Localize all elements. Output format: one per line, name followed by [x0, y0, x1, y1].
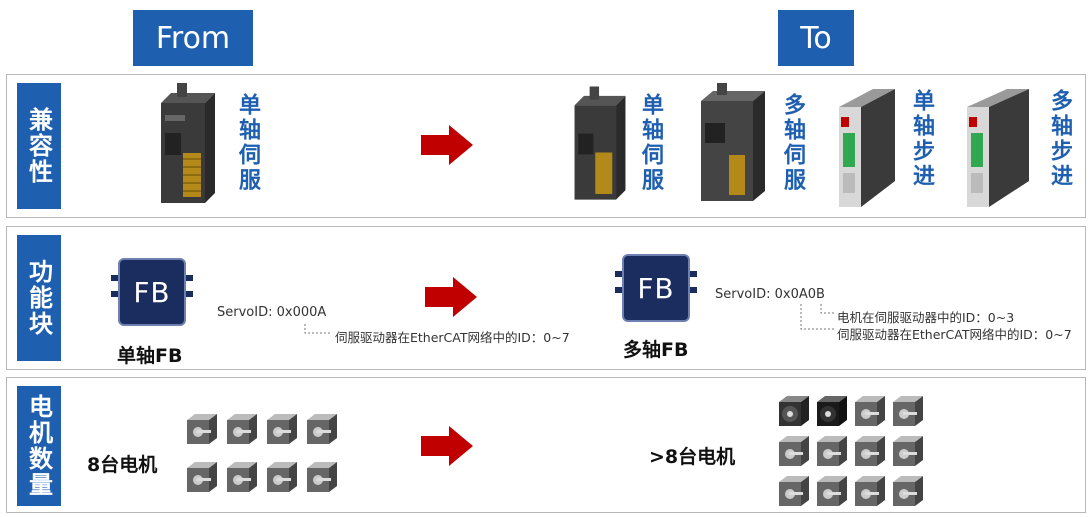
stepper-motor-icon: [187, 414, 217, 444]
to-network-id-note: 伺服驱动器在EtherCAT网络中的ID：0~7: [837, 327, 1072, 342]
fb-icon-text: FB: [637, 271, 675, 305]
motor-count-label: 电机数量: [17, 386, 61, 506]
function-block-label: 功能块: [17, 235, 61, 361]
to-single-axis-servo-image: [574, 86, 626, 200]
stepper-motor-icon: [779, 476, 809, 506]
servo-motor-icon: [817, 396, 847, 426]
single-axis-servo-image: [161, 83, 215, 203]
stepper-motor-icon: [817, 476, 847, 506]
servo-motor-icon: [779, 396, 809, 426]
multi-axis-fb-icon: FB: [615, 251, 697, 327]
stepper-motor-icon: [267, 414, 297, 444]
to-header: To: [778, 10, 854, 66]
to-servo-id-brackets: [800, 304, 835, 330]
single-axis-fb-name: 单轴FB: [117, 345, 183, 367]
stepper-motor-icon: [267, 462, 297, 492]
function-block-row: 功能块 FB 单轴FB ServoID: 0x000A 伺服驱动器在EtherC…: [6, 226, 1086, 370]
to-motor-count: >8台电机: [649, 446, 736, 468]
multi-axis-servo-image: [701, 83, 765, 201]
stepper-motor-icon: [227, 414, 257, 444]
fb-icon-text: FB: [133, 275, 171, 309]
from-motor-count: 8台电机: [87, 454, 158, 476]
stepper-motor-icon: [893, 396, 923, 426]
stepper-motor-icon: [855, 436, 885, 466]
compatibility-row: 兼容性 单轴伺服 单轴伺服 多轴伺服: [6, 74, 1086, 218]
multi-axis-stepper-image: [967, 89, 1029, 207]
stepper-motor-icon: [893, 436, 923, 466]
stepper-motor-icon: [893, 476, 923, 506]
single-axis-fb-icon: FB: [111, 255, 193, 331]
transition-arrow: [425, 277, 477, 317]
motor-count-row: 电机数量 8台电机 >8台电机: [6, 377, 1086, 513]
from-header: From: [133, 10, 253, 66]
transition-arrow: [421, 426, 473, 466]
to-device-label-1: 单轴伺服: [638, 93, 663, 193]
stepper-motor-icon: [855, 476, 885, 506]
transition-arrow: [421, 125, 473, 165]
stepper-motor-icon: [307, 414, 337, 444]
to-motor-id-note: 电机在伺服驱动器中的ID：0~3: [837, 310, 1015, 325]
from-network-id-note: 伺服驱动器在EtherCAT网络中的ID：0~7: [335, 330, 570, 345]
to-device-label-3: 单轴步进: [909, 89, 934, 189]
to-device-label-4: 多轴步进: [1047, 89, 1072, 189]
stepper-motor-icon: [187, 462, 217, 492]
stepper-motor-icon: [817, 436, 847, 466]
multi-axis-fb-name: 多轴FB: [623, 339, 689, 361]
stepper-motor-icon: [779, 436, 809, 466]
compatibility-label: 兼容性: [17, 83, 61, 209]
stepper-motor-icon: [307, 462, 337, 492]
single-axis-stepper-image: [839, 89, 895, 207]
to-device-label-2: 多轴伺服: [780, 93, 805, 193]
stepper-motor-icon: [227, 462, 257, 492]
to-servo-id: ServoID: 0x0A0B: [715, 287, 825, 302]
from-servo-id-bracket: [304, 324, 331, 334]
from-servo-id: ServoID: 0x000A: [217, 305, 327, 320]
stepper-motor-icon: [855, 396, 885, 426]
from-device-label: 单轴伺服: [235, 93, 260, 193]
